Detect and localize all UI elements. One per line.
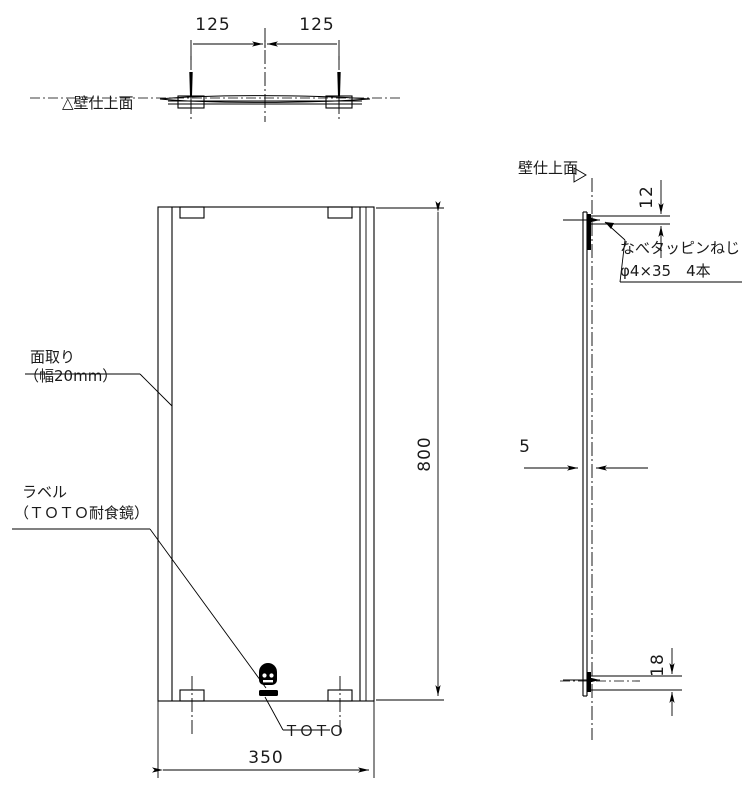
right-side-view-geometry bbox=[524, 167, 742, 740]
label-note-line1: ラベル bbox=[22, 483, 67, 501]
label-note-line2: （ＴＯＴＯ耐食鏡） bbox=[14, 504, 149, 522]
dim-bottom-offset-18: 18 bbox=[648, 653, 668, 677]
screw-note-line2: φ4×35 4本 bbox=[620, 262, 711, 280]
wall-finish-label-top: △壁仕上面 bbox=[62, 94, 134, 112]
chamfer-note-line1: 面取り bbox=[30, 348, 75, 366]
dim-width-350: 350 bbox=[248, 748, 283, 768]
dim-height-800: 800 bbox=[415, 436, 435, 471]
dim-top-offset-12: 12 bbox=[637, 185, 657, 209]
screw-note-line1: なべタッピンねじ bbox=[620, 239, 740, 257]
toto-brand-mark: ＴＯＴＯ bbox=[284, 722, 344, 740]
dim-thickness-5: 5 bbox=[519, 437, 531, 457]
top-plan-view-geometry bbox=[30, 28, 400, 122]
chamfer-note-line2: （幅20mm） bbox=[24, 367, 117, 385]
dim-top-right-125: 125 bbox=[299, 15, 334, 35]
dim-top-left-125: 125 bbox=[195, 15, 230, 35]
toto-logo-emblem bbox=[259, 663, 277, 685]
front-elevation-geometry bbox=[12, 201, 444, 778]
wall-finish-label-side: 壁仕上面 bbox=[518, 159, 578, 177]
